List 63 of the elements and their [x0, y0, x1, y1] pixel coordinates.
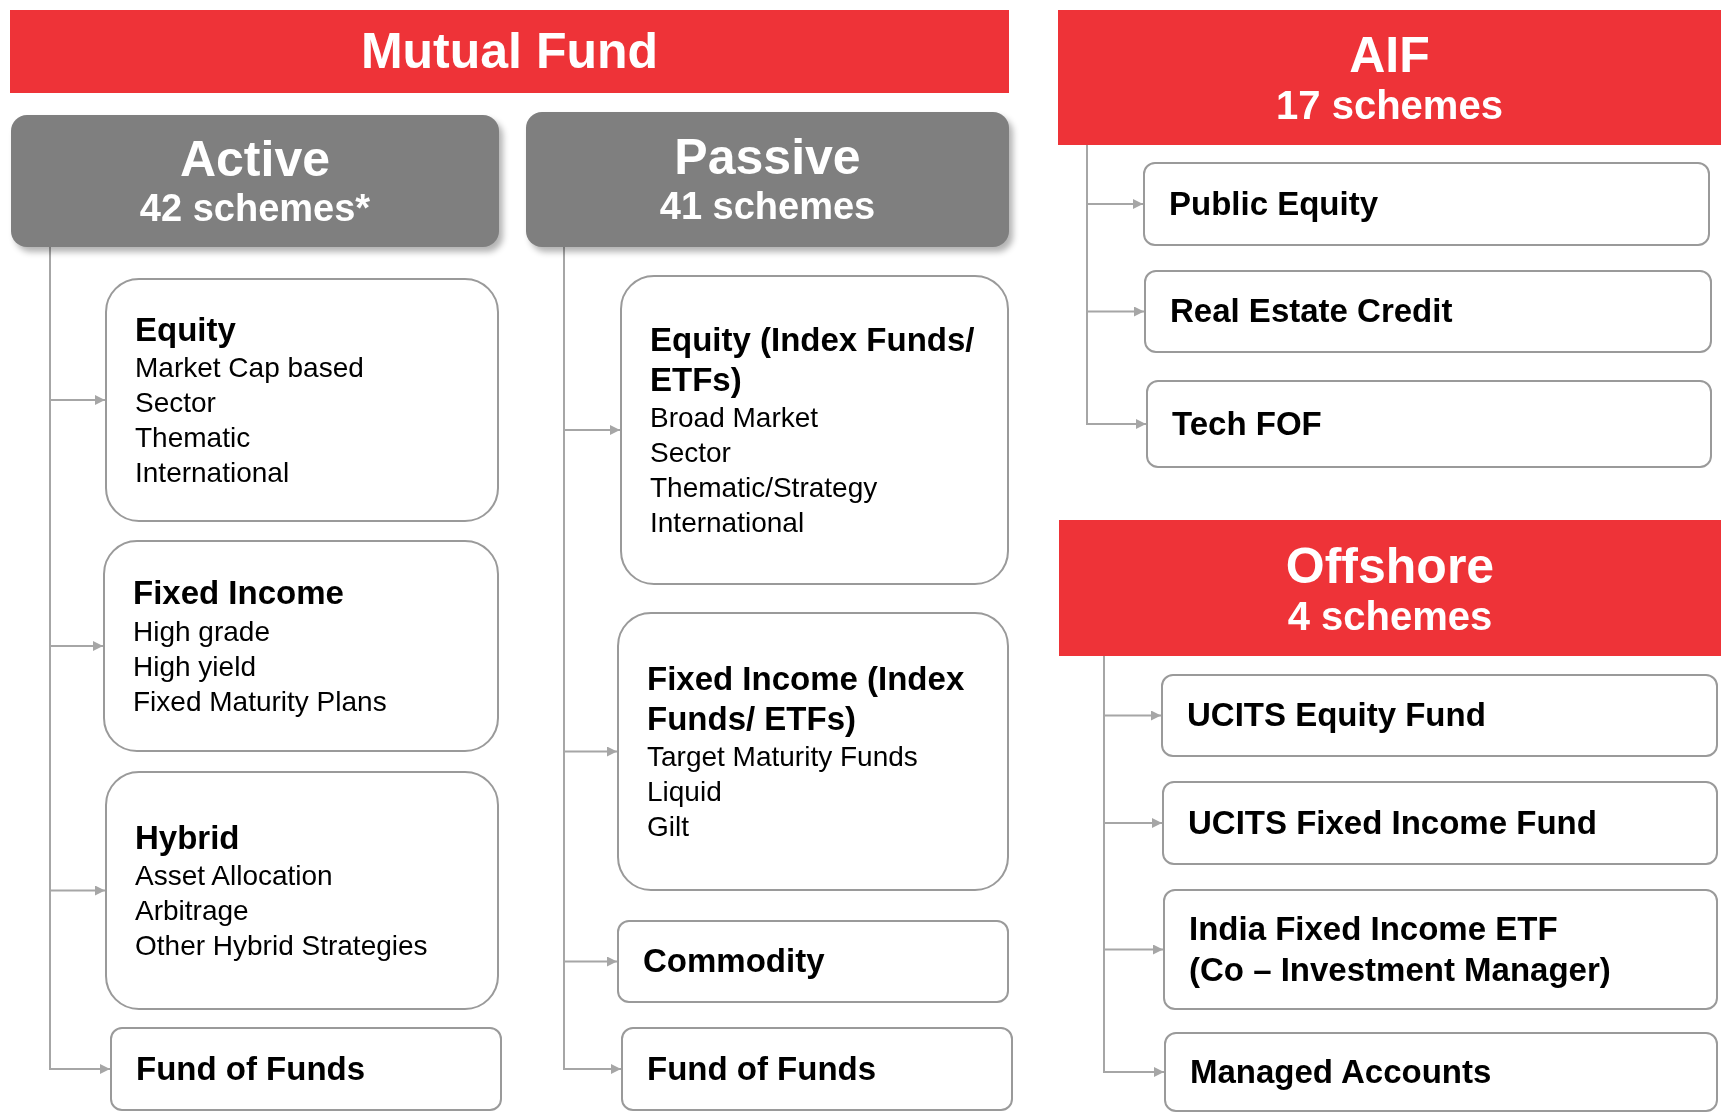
card-item: International	[135, 456, 291, 491]
card-title: UCITS Fixed Income Fund	[1188, 802, 1598, 843]
card-item: High grade	[133, 614, 271, 649]
card-item: Asset Allocation	[135, 859, 334, 894]
card-item: Sector	[135, 386, 217, 421]
category-card	[621, 1027, 1013, 1111]
category-card	[1143, 162, 1710, 246]
header-title: Mutual Fund	[360, 24, 659, 79]
header-title: Active	[179, 131, 331, 187]
card-title: Hybrid	[135, 817, 241, 858]
connector-arrow	[1086, 144, 1147, 429]
section-header-band	[1059, 520, 1721, 656]
category-card	[105, 771, 499, 1010]
category-card	[1161, 674, 1718, 757]
card-title: Equity	[135, 309, 237, 350]
category-card	[1162, 781, 1718, 865]
section-header-band	[10, 10, 1009, 93]
scheme-count: 41 schemes	[659, 185, 876, 229]
scheme-count: 17 schemes	[1276, 83, 1503, 127]
category-card	[105, 278, 499, 522]
category-card	[1164, 1032, 1718, 1112]
card-title: Fund of Funds	[647, 1048, 878, 1089]
card-item: Fixed Maturity Plans	[133, 684, 388, 719]
card-title: Fixed Income (Index Funds/ ETFs)	[647, 658, 966, 739]
category-card	[1144, 270, 1712, 353]
header-title: Passive	[674, 130, 861, 186]
category-card	[1163, 889, 1718, 1010]
scheme-count: 4 schemes	[1287, 593, 1493, 638]
card-item: Target Maturity Funds	[647, 740, 919, 775]
card-item: Thematic/Strategy	[650, 471, 879, 506]
card-item: Other Hybrid Strategies	[135, 929, 429, 964]
card-title: UCITS Equity Fund	[1187, 695, 1487, 736]
card-title: Managed Accounts	[1190, 1051, 1493, 1092]
card-item: Gilt	[647, 810, 690, 845]
category-card	[617, 612, 1009, 891]
scheme-count: 42 schemes*	[139, 186, 371, 231]
card-title: Public Equity	[1169, 183, 1380, 224]
card-title: Real Estate Credit	[1170, 291, 1454, 332]
card-item: Liquid	[647, 775, 723, 810]
header-title: Offshore	[1285, 538, 1495, 594]
card-item: Market Cap based	[135, 351, 365, 386]
card-item: High yield	[133, 649, 257, 684]
card-item: Thematic	[135, 421, 252, 456]
category-card	[110, 1027, 502, 1111]
section-header-band	[1058, 10, 1721, 145]
category-card	[1146, 380, 1712, 468]
card-item: International	[650, 506, 806, 541]
category-card	[617, 920, 1009, 1003]
card-title: Equity (Index Funds/ ETFs)	[650, 319, 976, 400]
card-title: Commodity	[643, 941, 826, 982]
header-title: AIF	[1349, 28, 1430, 83]
card-title: Tech FOF	[1172, 403, 1323, 444]
card-item: Arbitrage	[135, 894, 250, 929]
card-title: Fixed Income	[133, 573, 345, 614]
category-header	[526, 112, 1009, 247]
category-card	[620, 275, 1009, 585]
card-title: India Fixed Income ETF	[1189, 909, 1559, 950]
card-item: Sector	[650, 436, 732, 471]
category-card	[103, 540, 499, 752]
card-item: Broad Market	[650, 401, 820, 436]
card-title: Fund of Funds	[136, 1048, 367, 1089]
category-header	[11, 115, 499, 247]
card-title: (Co – Investment Manager)	[1189, 949, 1612, 990]
